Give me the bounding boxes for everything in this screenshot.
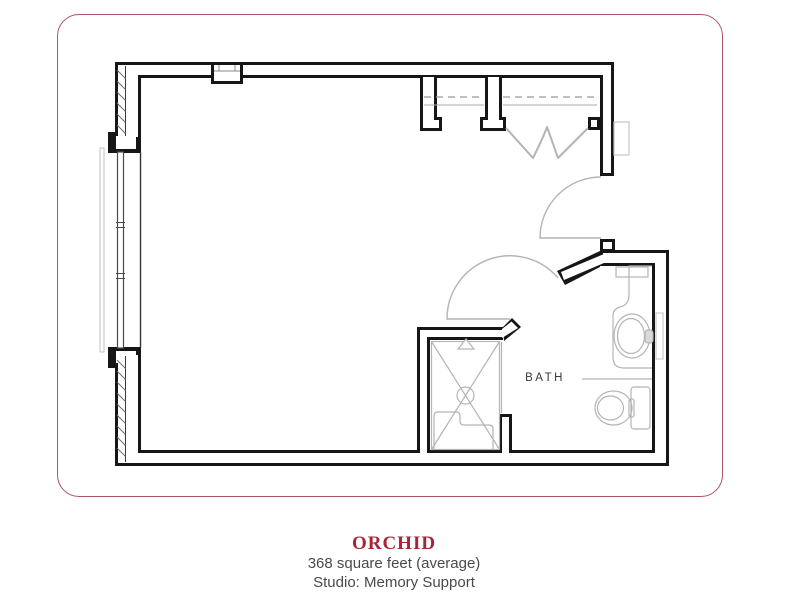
toilet — [594, 386, 651, 430]
vanity-sink — [612, 265, 664, 369]
window-sill — [99, 147, 105, 353]
toilet-bowl — [594, 390, 633, 426]
bath-door-swing — [446, 255, 559, 320]
caption: ORCHID 368 square feet (average) Studio:… — [0, 533, 788, 592]
top-wall-chase — [211, 62, 243, 84]
mirror — [655, 312, 664, 360]
exterior-niche — [613, 121, 630, 156]
sink-basin-inner — [616, 317, 646, 355]
shower — [430, 338, 503, 451]
window — [99, 147, 142, 353]
plan-area: 368 square feet (average) — [307, 555, 481, 572]
entry-door-swing — [539, 176, 602, 239]
toilet-hinge — [628, 398, 635, 418]
vanity-shelf — [615, 266, 649, 278]
bath-room-label: BATH — [525, 372, 565, 384]
window-mullion-ticks — [116, 222, 125, 279]
shower-head-marker — [456, 338, 476, 350]
vanity-counter — [612, 265, 652, 369]
walls-core-layer — [116, 65, 666, 463]
plan-title: ORCHID — [351, 533, 437, 554]
shower-seat — [433, 411, 494, 449]
plan-type: Studio: Memory Support — [313, 573, 475, 591]
toilet-seat — [596, 395, 625, 421]
toilet-tank — [630, 386, 651, 430]
window-frame — [116, 151, 125, 349]
bifold-closet-doors — [505, 126, 589, 159]
sink-faucet — [644, 329, 654, 344]
wall-hatching — [116, 66, 126, 462]
shower-drain — [456, 386, 475, 405]
closet — [424, 96, 597, 159]
